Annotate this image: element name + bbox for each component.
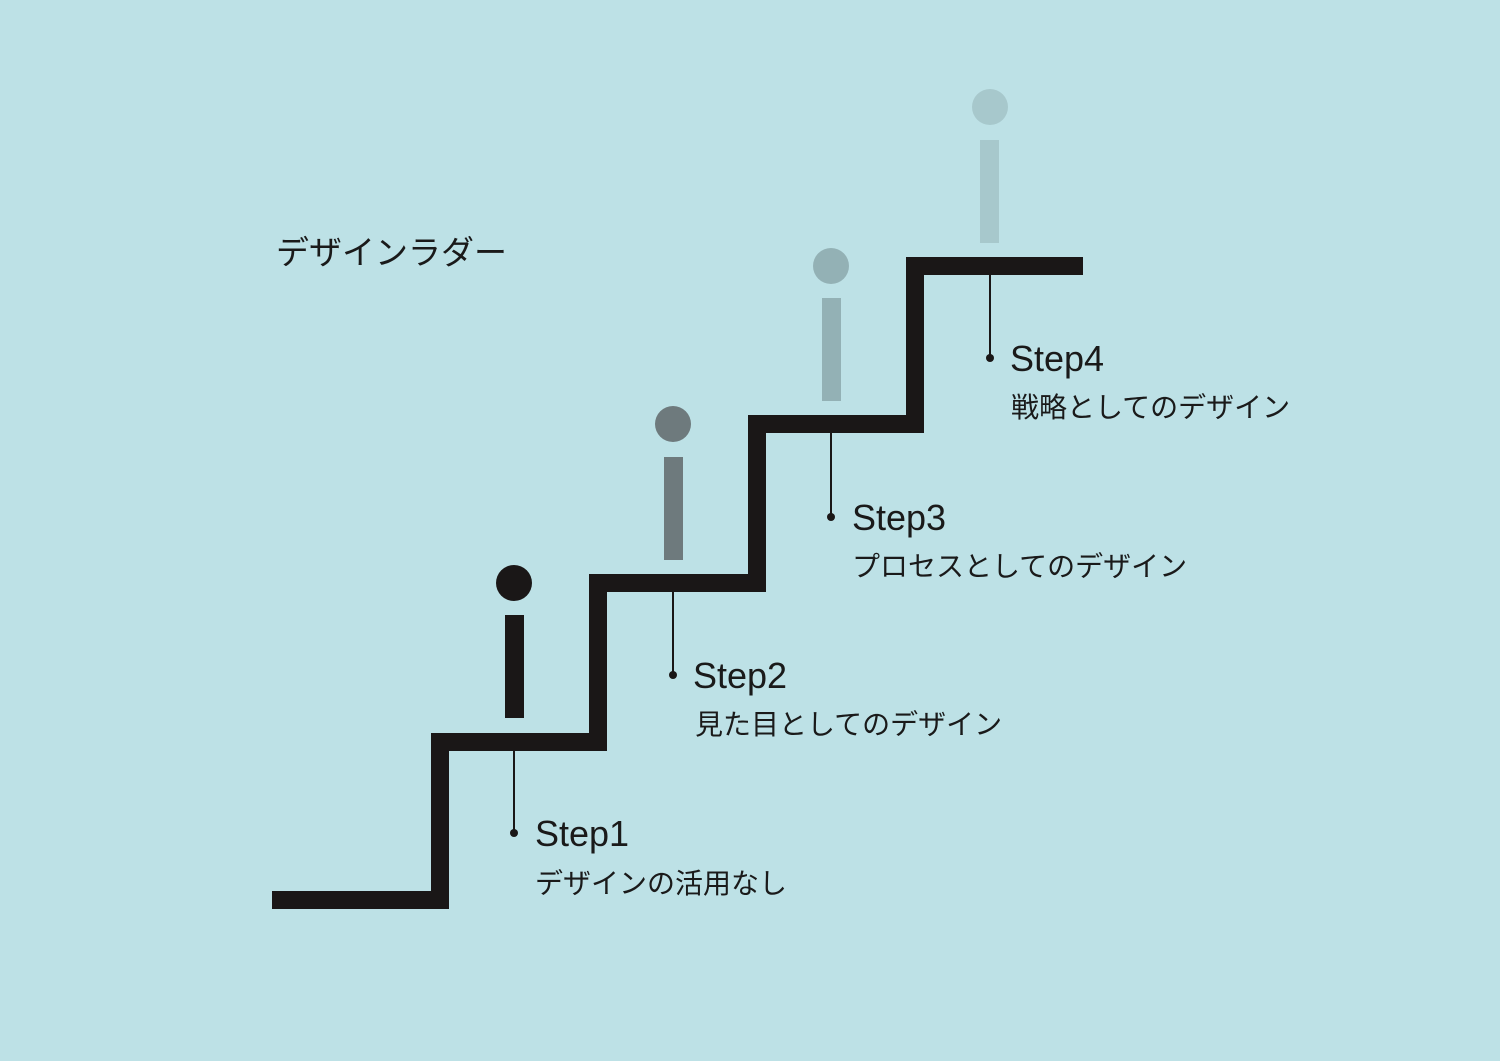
step-label-3: Step3 (852, 497, 946, 538)
step-label-2: Step2 (693, 655, 787, 696)
person-figure-body-step-1 (505, 615, 524, 718)
leader-dot-step-1 (510, 829, 518, 837)
step-label-4: Step4 (1010, 338, 1104, 379)
diagram-title: デザインラダー (276, 233, 507, 272)
person-figure-head-step-3 (813, 248, 849, 284)
person-figure-body-step-3 (822, 298, 841, 401)
leader-dot-step-3 (827, 513, 835, 521)
step-1: Step1 デザインの活用なし (496, 565, 787, 900)
person-figure-head-step-1 (496, 565, 532, 601)
step-3: Step3 プロセスとしてのデザイン (813, 248, 1187, 583)
step-2: Step2 見た目としてのデザイン (655, 406, 1002, 741)
step-caption-2: 見た目としてのデザイン (695, 708, 1002, 741)
person-figure-body-step-4 (980, 140, 999, 243)
step-4: Step4 戦略としてのデザイン (972, 89, 1290, 424)
person-figure-head-step-4 (972, 89, 1008, 125)
step-label-1: Step1 (535, 813, 629, 854)
person-figure-head-step-2 (655, 406, 691, 442)
step-caption-3: プロセスとしてのデザイン (852, 550, 1187, 583)
step-caption-4: 戦略としてのデザイン (1011, 391, 1290, 424)
staircase (272, 257, 1083, 909)
person-figure-body-step-2 (664, 457, 683, 560)
leader-dot-step-4 (986, 354, 994, 362)
leader-dot-step-2 (669, 671, 677, 679)
step-caption-1: デザインの活用なし (535, 867, 787, 900)
